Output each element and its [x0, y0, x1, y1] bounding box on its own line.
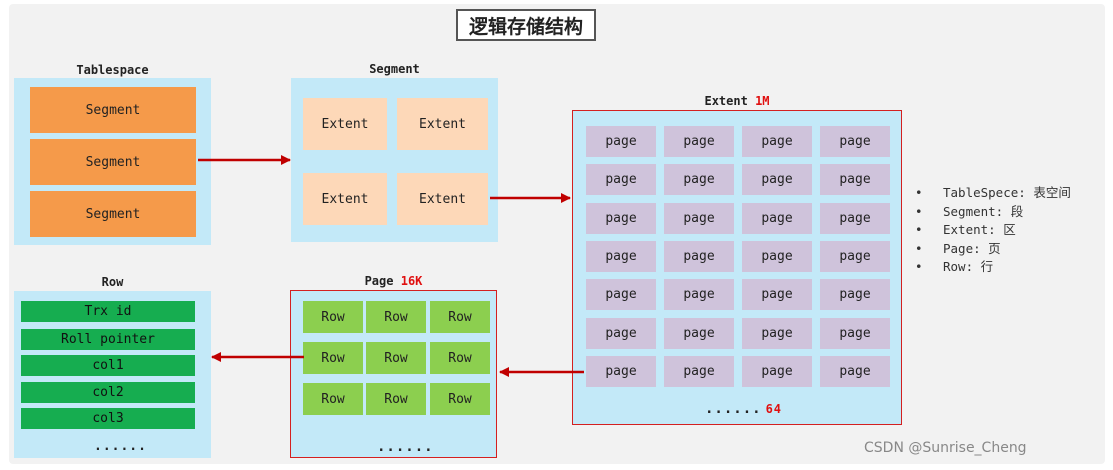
- row-field-col1: col1: [21, 355, 195, 376]
- page-row-cell: Row: [366, 342, 426, 374]
- extent-page-cell: page: [586, 355, 656, 387]
- page-row-cell: Row: [430, 342, 490, 374]
- extent-page-cell: page: [820, 164, 890, 196]
- extent-page-cell: page: [664, 164, 734, 196]
- diagram-title: 逻辑存储结构: [456, 9, 596, 41]
- extent-page-cell: page: [820, 279, 890, 311]
- extent-page-cell: page: [586, 202, 656, 234]
- legend-item-page: •Page: 页: [915, 240, 1001, 256]
- segment-extent-4: Extent: [397, 173, 488, 225]
- page-size: 16K: [400, 274, 423, 288]
- segment-extent-2: Extent: [397, 98, 488, 150]
- legend-term: Segment:: [943, 203, 1004, 219]
- segment-panel: Extent Extent Extent Extent: [291, 78, 498, 242]
- page-label: Page 16K: [290, 274, 497, 288]
- tablespace-segment-3: Segment: [30, 191, 196, 237]
- legend-meaning: 行: [980, 259, 994, 275]
- legend-item-segment: •Segment: 段: [915, 203, 1024, 219]
- extent-page-cell: page: [820, 355, 890, 387]
- extent-page-cell: page: [664, 240, 734, 272]
- legend-term: TableSpece:: [943, 185, 1026, 200]
- page-row-cell: Row: [366, 383, 426, 415]
- extent-page-cell: page: [586, 279, 656, 311]
- page-row-cell: Row: [303, 342, 363, 374]
- segment-label: Segment: [369, 62, 420, 76]
- legend-term: Page:: [943, 240, 981, 256]
- extent-page-cell: page: [586, 240, 656, 272]
- segment-extent-3: Extent: [303, 173, 387, 225]
- extent-page-cell: page: [664, 126, 734, 157]
- extent-page-cell: page: [586, 164, 656, 196]
- page-row-cell: Row: [366, 301, 426, 333]
- extent-page-cell: page: [664, 355, 734, 387]
- tablespace-segment-1: Segment: [30, 87, 196, 133]
- extent-page-cell: page: [742, 202, 812, 234]
- extent-page-cell: page: [820, 240, 890, 272]
- legend-term: Extent:: [943, 222, 996, 238]
- legend-meaning: 表空间: [1033, 185, 1071, 200]
- extent-label-text: Extent: [704, 94, 748, 108]
- tablespace-label: Tablespace: [76, 63, 149, 77]
- extent-page-cell: page: [586, 126, 656, 157]
- extent-more-dots: ......: [705, 401, 762, 417]
- row-field-trx-id: Trx id: [21, 301, 195, 322]
- row-panel: Trx id Roll pointer col1 col2 col3 .....…: [14, 291, 211, 458]
- extent-page-cell: page: [742, 240, 812, 272]
- extent-page-cell: page: [664, 317, 734, 349]
- legend: •TableSpece: 表空间 •Segment: 段 •Extent: 区 …: [915, 184, 1071, 277]
- extent-more: ......64: [705, 401, 782, 417]
- legend-item-tablespace: •TableSpece: 表空间: [915, 185, 1071, 200]
- extent-page-cell: page: [742, 126, 812, 157]
- page-row-cell: Row: [303, 383, 363, 415]
- watermark: CSDN @Sunrise_Cheng: [864, 440, 1027, 456]
- tablespace-segment-2: Segment: [30, 139, 196, 185]
- extent-page-cell: page: [664, 202, 734, 234]
- extent-page-cell: page: [742, 355, 812, 387]
- row-field-col3: col3: [21, 408, 195, 429]
- extent-page-cell: page: [820, 317, 890, 349]
- extent-page-cell: page: [742, 279, 812, 311]
- legend-meaning: 区: [1003, 222, 1016, 238]
- extent-page-count: 64: [765, 402, 783, 416]
- extent-page-cell: page: [820, 202, 890, 234]
- row-field-col2: col2: [21, 382, 195, 403]
- extent-page-cell: page: [820, 126, 890, 157]
- segment-extent-1: Extent: [303, 98, 387, 150]
- legend-term: Row:: [943, 259, 974, 275]
- extent-page-cell: page: [742, 164, 812, 196]
- extent-page-cell: page: [664, 279, 734, 311]
- row-label: Row: [101, 275, 124, 289]
- page-more: ......: [377, 439, 434, 455]
- page-label-text: Page: [364, 274, 394, 288]
- tablespace-panel: Segment Segment Segment: [14, 78, 211, 245]
- row-more: ......: [94, 439, 147, 454]
- extent-page-cell: page: [586, 317, 656, 349]
- legend-item-extent: •Extent: 区: [915, 222, 1016, 238]
- page-row-cell: Row: [430, 301, 490, 333]
- page-row-cell: Row: [430, 383, 490, 415]
- extent-page-cell: page: [742, 317, 812, 349]
- row-field-roll-pointer: Roll pointer: [21, 329, 195, 350]
- extent-label: Extent 1M: [572, 94, 902, 108]
- legend-meaning: 页: [988, 240, 1001, 256]
- legend-item-row: •Row: 行: [915, 259, 994, 275]
- extent-size: 1M: [755, 94, 770, 108]
- legend-meaning: 段: [1010, 203, 1024, 219]
- page-row-cell: Row: [303, 301, 363, 333]
